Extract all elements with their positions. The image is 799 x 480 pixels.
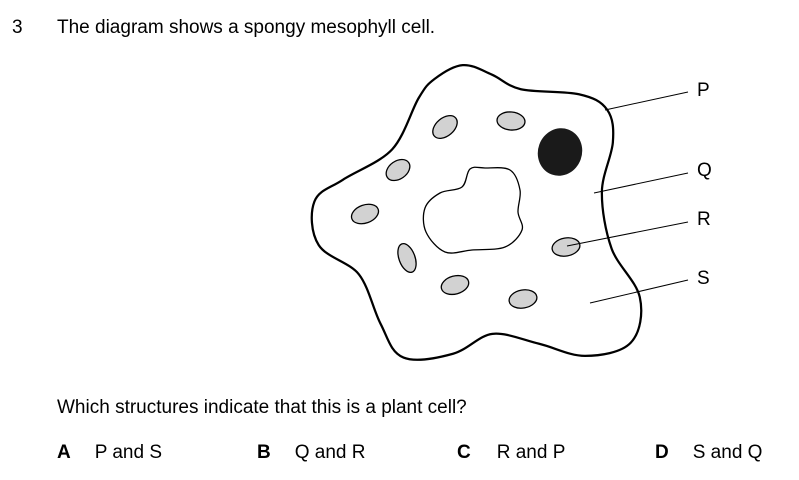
- label-line-r: [566, 221, 689, 247]
- label-r: R: [697, 209, 711, 230]
- chloroplast: [508, 289, 538, 309]
- question-number: 3: [12, 17, 23, 38]
- label-s: S: [697, 268, 710, 289]
- question-stem: The diagram shows a spongy mesophyll cel…: [57, 17, 436, 38]
- chloroplast: [432, 115, 458, 139]
- label-q: Q: [697, 160, 712, 181]
- option-b[interactable]: B Q and R: [257, 442, 366, 464]
- label-line-p: [604, 91, 689, 111]
- label-lines: [566, 91, 689, 304]
- chloroplast: [397, 242, 417, 274]
- chloroplast: [385, 158, 411, 182]
- option-letter: C: [457, 442, 471, 463]
- question-prompt: Which structures indicate that this is a…: [57, 397, 467, 418]
- option-c[interactable]: C R and P: [457, 442, 565, 464]
- option-d[interactable]: D S and Q: [655, 442, 762, 464]
- option-letter: B: [257, 442, 271, 463]
- option-text: S and Q: [692, 442, 763, 463]
- chloroplast: [551, 237, 581, 257]
- option-text: Q and R: [294, 442, 366, 463]
- label-line-q: [593, 172, 689, 194]
- option-letter: D: [655, 442, 669, 463]
- option-text: R and P: [496, 442, 566, 463]
- option-text: P and S: [94, 442, 162, 463]
- label-p: P: [697, 80, 710, 101]
- option-letter: A: [57, 442, 71, 463]
- label-line-s: [589, 279, 689, 304]
- nucleus: [537, 128, 583, 176]
- vacuole: [422, 166, 524, 254]
- chloroplast: [350, 203, 380, 225]
- option-a[interactable]: A P and S: [57, 442, 162, 464]
- chloroplast: [440, 274, 470, 296]
- chloroplast: [496, 111, 526, 131]
- chloroplasts: [350, 111, 581, 309]
